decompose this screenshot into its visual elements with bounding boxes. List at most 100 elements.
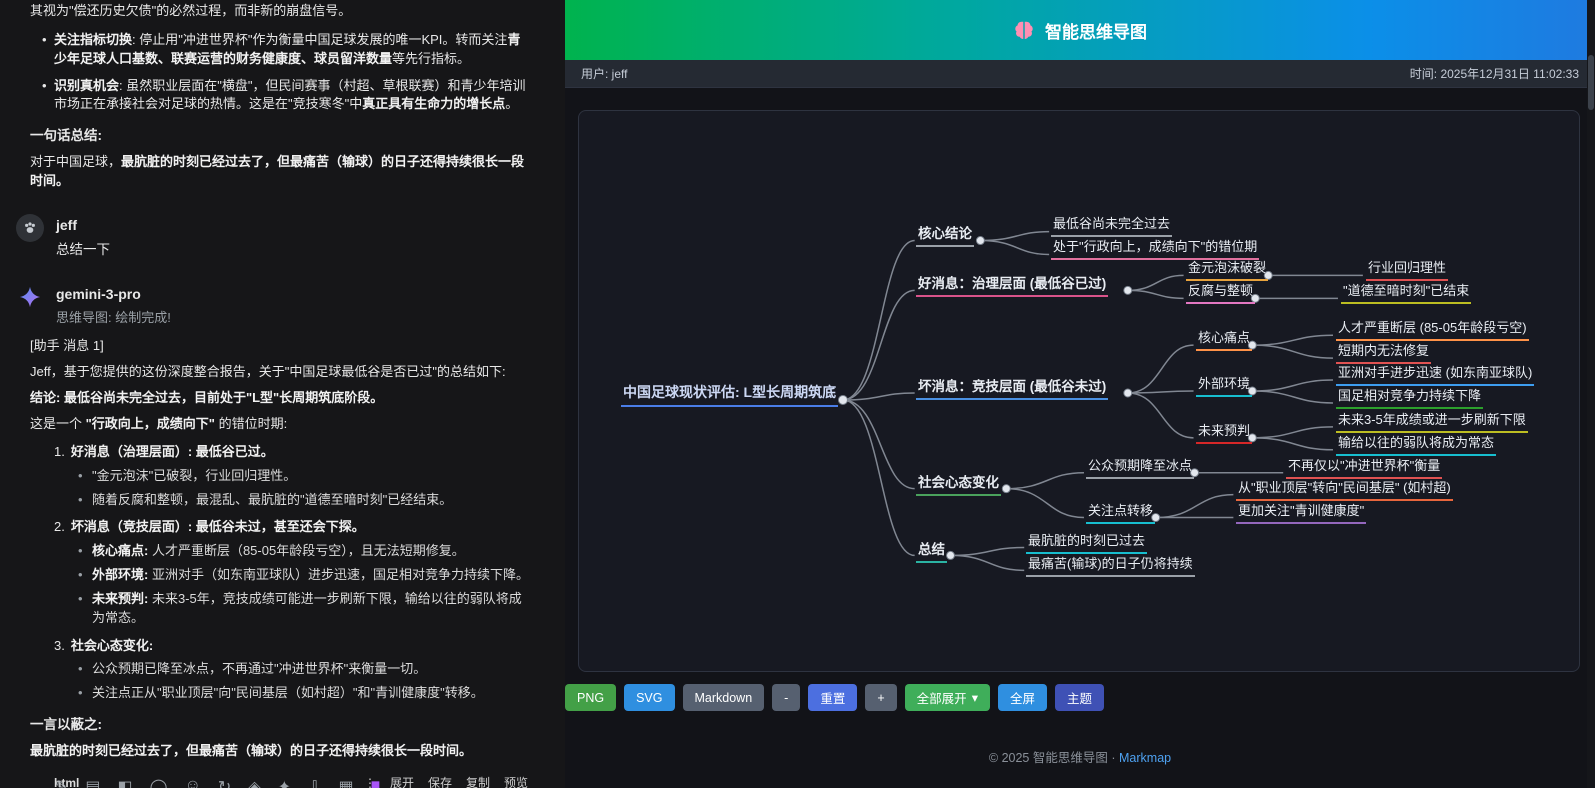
point-title-bold: 社会心态变化: — [70, 637, 154, 653]
node-dot[interactable] — [946, 550, 955, 560]
point-title-bold: 坏消息（竞技层面）: 最低谷未过，甚至还会下探。 — [70, 519, 365, 535]
expand-all-label: 全部展开 — [916, 692, 967, 706]
export-png-button[interactable]: PNG — [565, 684, 617, 711]
mindmap-node-moral-darkest-ended[interactable]: "道德至暗时刻"已结束 — [1341, 280, 1472, 304]
mindmap-node-public-expectation[interactable]: 公众预期降至冰点 — [1086, 455, 1195, 479]
node-dot[interactable] — [1250, 293, 1260, 303]
node-dot[interactable] — [1263, 270, 1273, 280]
app-title: 智能思维导图 — [1045, 22, 1147, 42]
pencil-icon[interactable]: ✎ — [55, 779, 69, 788]
assistant-conclusion: 结论: 最低谷尚未完全过去，目前处于"L型"长周期筑底阶段。 — [30, 389, 531, 408]
mindmap-node-core-conclusion[interactable]: 核心结论 — [916, 222, 974, 247]
fullscreen-button[interactable]: 全屏 — [997, 684, 1047, 711]
mindmap-node-future-forecast[interactable]: 未来预判 — [1196, 420, 1253, 444]
mindmap-node-no-short-fix[interactable]: 短期内无法修复 — [1336, 340, 1432, 364]
zoom-out-button[interactable]: - — [772, 684, 801, 711]
download-icon[interactable]: ⇩ — [308, 779, 322, 788]
closing-line: 最肮脏的时刻已经过去了，但最痛苦（输球）的日子还得持续很长一段时间。 — [30, 742, 531, 761]
chat-scroll-area[interactable]: 其视为"偿还历史欠债"的必然过程，而非新的崩盘信号。 关注指标切换: 停止用"冲… — [0, 2, 565, 788]
node-dot[interactable] — [1247, 386, 1257, 396]
mindmap-node-good-news[interactable]: 好消息：治理层面 (最低谷已过) — [916, 272, 1109, 297]
node-dot[interactable] — [1190, 468, 1200, 478]
mindmap-node-core-pain[interactable]: 核心痛点 — [1196, 327, 1253, 351]
mindmap-node-asia-rivals[interactable]: 亚洲对手进步迅速 (如东南亚球队) — [1336, 362, 1535, 386]
mindmap-node-youth-training-health[interactable]: 更加关注"青训健康度" — [1236, 500, 1367, 524]
assistant-status: 思维导图: 绘制完成! — [56, 309, 171, 325]
sub-lead: 外部环境: — [92, 567, 149, 583]
mindmap-node-lowest-not-past[interactable]: 最低谷尚未完全过去 — [1051, 213, 1173, 237]
reset-button[interactable]: 重置 — [808, 684, 858, 711]
chat-panel: 其视为"偿还历史欠债"的必然过程，而非新的崩盘信号。 关注指标切换: 停止用"冲… — [0, 0, 565, 788]
image-icon[interactable]: ▤ — [85, 779, 101, 788]
assistant-tag: [助手 消息 1] — [30, 338, 104, 354]
mindmap-node-social-mindset[interactable]: 社会心态变化 — [916, 471, 1001, 496]
grid-icon[interactable]: ▦ — [338, 779, 354, 788]
mindmap-links — [837, 230, 1363, 572]
expand-button[interactable]: 展开 — [389, 775, 414, 788]
mindmap-node-losing-normal[interactable]: 输给以往的弱队将成为常态 — [1336, 432, 1497, 456]
kebab-icon[interactable]: ⋮ — [363, 775, 376, 788]
mindmap-node-focus-shift[interactable]: 关注点转移 — [1086, 500, 1156, 524]
markmap-link[interactable]: Markmap — [1119, 751, 1172, 765]
mindmap-node-anticorruption[interactable]: 反腐与整顿 — [1186, 280, 1256, 304]
node-dot[interactable] — [1151, 513, 1161, 523]
theme-button[interactable]: 主题 — [1054, 684, 1104, 711]
save-button[interactable]: 保存 — [427, 775, 452, 788]
circle-icon[interactable]: ◯ — [149, 779, 168, 788]
mindmap-node-bad-news[interactable]: 坏消息：竞技层面 (最低谷未过) — [916, 375, 1109, 400]
sub-body: 未来3-5年，竞技成绩可能进一步刷新下限，输给以往的弱队将成为常态。 — [92, 590, 522, 625]
point-number: 3. — [54, 637, 65, 653]
bullet-end: 。 — [505, 96, 519, 112]
assistant-intro: Jeff，基于您提供的这份深度整合报告，关于"中国足球最低谷是否已过"的总结如下… — [30, 364, 506, 380]
point-2: 2.坏消息（竞技层面）: 最低谷未过，甚至还会下探。 核心痛点: 人才严重断层（… — [54, 518, 531, 627]
mindmap-node-to-grassroots[interactable]: 从"职业顶层"转向"民间基层" (如村超) — [1236, 477, 1453, 501]
user-message-text: 总结一下 — [56, 241, 110, 257]
mindmap-canvas[interactable]: 中国足球现状评估: L型长周期筑底 核心结论 好消息：治理层面 (最低谷已过) … — [578, 110, 1580, 672]
scrollbar-thumb[interactable] — [1588, 55, 1594, 110]
point-title: 2.坏消息（竞技层面）: 最低谷未过，甚至还会下探。 — [54, 518, 531, 537]
composer-toolbar: ✎ ▤ ◧ ◯ ☺ ↻ ◈ ✦ ⇩ ▦ ■ — [55, 777, 380, 788]
node-dot[interactable] — [1247, 340, 1257, 350]
node-dot[interactable] — [1123, 388, 1133, 398]
node-dot[interactable] — [1123, 285, 1133, 295]
export-svg-button[interactable]: SVG — [624, 684, 675, 711]
mindmap-node-painful-days-continue[interactable]: 最痛苦(输球)的日子仍将持续 — [1026, 553, 1195, 577]
theme-icon[interactable]: ■ — [370, 777, 381, 788]
diamond-icon[interactable]: ◈ — [248, 779, 261, 788]
sparkle-icon[interactable]: ✦ — [277, 779, 292, 788]
sub-body: 公众预期已降至冰点，不再通过"冲进世界杯"来衡量一切。 — [92, 661, 427, 677]
summary-paragraph: 对于中国足球，最肮脏的时刻已经过去了，但最痛苦（输球）的日子还得持续很长一段时间… — [30, 153, 531, 191]
code-header: html ⋮ 展开 保存 复制 预览 — [54, 775, 528, 788]
node-dot-root[interactable] — [837, 394, 848, 405]
mindmap-node-dirtiest-past[interactable]: 最肮脏的时刻已过去 — [1026, 530, 1148, 554]
preview-button[interactable]: 预览 — [503, 775, 528, 788]
user-label: 用户: jeff — [581, 67, 628, 81]
node-dot[interactable] — [1001, 484, 1011, 494]
mindmap-node-root[interactable]: 中国足球现状评估: L型长周期筑底 — [621, 382, 839, 407]
mindmap-node-competitiveness-decline[interactable]: 国足相对竞争力持续下降 — [1336, 385, 1484, 409]
mindmap-node-rationality-return[interactable]: 行业回归理性 — [1366, 257, 1449, 281]
mindmap-node-dislocation-period[interactable]: 处于"行政向上，成绩向下"的错位期 — [1051, 236, 1260, 260]
chevron-down-icon: ▾ — [971, 691, 978, 705]
sub-body: 亚洲对手（如东南亚球队）进步迅速，国足相对竞争力持续下降。 — [148, 567, 529, 583]
mindmap-node-not-worldcup-metric[interactable]: 不再仅以"冲进世界杯"衡量 — [1286, 455, 1443, 479]
mindmap-node-external-env[interactable]: 外部环境 — [1196, 373, 1253, 397]
mindmap-node-new-lows[interactable]: 未来3-5年成绩或进一步刷新下限 — [1336, 409, 1528, 433]
zoom-in-button[interactable]: + — [865, 684, 897, 711]
code-actions: ⋮ 展开 保存 复制 预览 — [364, 775, 528, 788]
page-scrollbar[interactable] — [1587, 0, 1595, 788]
app-footer: © 2025 智能思维导图 · Markmap — [565, 747, 1595, 766]
node-dot[interactable] — [1247, 433, 1257, 443]
copyright-text: © 2025 智能思维导图 — [988, 751, 1108, 765]
expand-all-button[interactable]: 全部展开 ▾ — [904, 684, 990, 711]
emoji-icon[interactable]: ☺ — [184, 777, 201, 788]
mindmap-node-summary[interactable]: 总结 — [916, 538, 947, 563]
mindmap-node-bubble-burst[interactable]: 金元泡沫破裂 — [1186, 257, 1269, 281]
mindmap-node-talent-gap[interactable]: 人才严重断层 (85-05年龄段亏空) — [1336, 317, 1529, 341]
export-markdown-button[interactable]: Markdown — [682, 684, 765, 711]
columns-icon[interactable]: ◧ — [117, 779, 133, 788]
summary-prefix: 对于中国足球， — [30, 153, 122, 169]
refresh-icon[interactable]: ↻ — [217, 779, 232, 788]
node-dot[interactable] — [975, 236, 985, 246]
copy-button[interactable]: 复制 — [465, 775, 490, 788]
